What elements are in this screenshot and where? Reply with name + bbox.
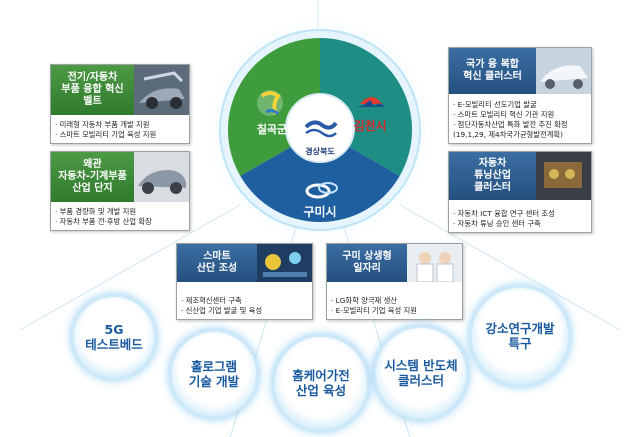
card-title-line: 클러스터 — [474, 182, 511, 193]
bubble-text: 클러스터 — [397, 373, 444, 388]
card-title-line: 벨트 — [83, 96, 102, 107]
semiconductor-bubble: 시스템 반도체 클러스터 — [374, 326, 468, 420]
rd-zone-bubble: 강소연구개발 특구 — [470, 286, 570, 386]
gumi-jobs-card: 구미 상생형 일자리 · LG화학 양극재 생산 · E-모빌리티 기업 육성 … — [326, 243, 463, 320]
homecare-bubble: 홈케어가전 산업 육성 — [273, 335, 369, 431]
card-item: · 제조혁신센터 구축 — [181, 296, 242, 305]
card-item: · LG화학 양극재 생산 — [331, 296, 397, 305]
bubble-text: 강소연구개발 — [485, 321, 555, 336]
lab-workers-photo — [407, 244, 462, 282]
card-item: · 첨단자동차산업 특화 발전 추진 확정 — [453, 120, 568, 129]
gimcheon-label: 김천시 — [353, 119, 387, 133]
innovation-cluster-card: 국가 융 복합 혁신 클러스터 · E-모빌리티 선도기업 발굴 · 스마트 모… — [448, 47, 592, 144]
future-car-photo — [536, 48, 591, 94]
bubble-text: 시스템 반도체 — [384, 358, 458, 373]
engine-tuning-photo — [536, 152, 591, 200]
card-title-line: 산단 조성 — [196, 263, 238, 274]
bubble-text: 기술 개발 — [188, 374, 240, 389]
card-title-line: 튜닝산업 — [474, 170, 511, 181]
card-title-line: 일자리 — [353, 263, 381, 274]
card-title-line: 구미 상생형 — [342, 251, 392, 262]
gumi-sector — [240, 130, 400, 223]
smart-factory-photo — [257, 244, 312, 282]
bubble-text: 테스트베드 — [85, 337, 143, 352]
gumi-label: 구미시 — [303, 205, 337, 219]
card-title-line: 왜관 — [83, 159, 102, 170]
waegwan-complex-card: 왜관 자동차-기계부품 산업 단지 · 부품 경량화 및 개발 지원 · 자동차… — [50, 151, 190, 231]
car-chassis-photo — [134, 152, 189, 202]
card-title-line: 자동차 — [478, 158, 507, 169]
card-title-line: 부품 융합 혁신 — [61, 84, 124, 95]
card-item: · E-모빌리티 기업 육성 지원 — [331, 306, 417, 315]
bubble-text: 홈케어가전 — [292, 368, 350, 383]
card-item: · 스마트 모빌리티 기업 육성 지원 — [55, 130, 157, 139]
card-title-line: 국가 융 복합 — [466, 59, 519, 70]
card-item: · 부품 경량화 및 개발 지원 — [55, 207, 137, 216]
smart-complex-card: 스마트 산단 조성 · 제조혁신센터 구축 · 신산업 기업 발굴 및 육성 — [176, 243, 313, 320]
card-title-line: 스마트 — [203, 251, 231, 262]
ev-parts-belt-card: 전기/자동차 부품 융합 혁신 벨트 · 미래형 자동차 부품 개발 지원 · … — [50, 64, 190, 144]
card-item: · 자동차 튜닝 승인 센터 구축 — [453, 219, 541, 228]
chilgok-label: 칠곡군 — [256, 123, 288, 136]
card-title-line: 혁신 클러스터 — [463, 71, 522, 82]
card-item: · 자동차 ICT 융합 연구 센터 조성 — [453, 209, 555, 218]
card-item: · 스마트 모빌리티 혁신 기관 지원 — [453, 110, 555, 119]
5g-testbed-bubble: 5G 테스트베드 — [72, 295, 156, 379]
hologram-bubble: 홀로그램 기술 개발 — [170, 330, 258, 418]
card-title-line: 전기/자동차 — [67, 72, 118, 83]
card-title-line: 산업 단지 — [72, 183, 113, 194]
card-item: (19,1,29, 제4차국가균형발전계획) — [453, 130, 563, 139]
bubble-text: 특구 — [508, 336, 532, 351]
bubble-text: 홀로그램 — [190, 359, 237, 374]
car-engine-photo — [134, 65, 189, 115]
bubble-text: 5G — [104, 322, 124, 337]
bubble-text: 산업 육성 — [295, 383, 347, 398]
card-title-line: 자동차-기계부품 — [58, 171, 127, 182]
card-item: · E-모빌리티 선도기업 발굴 — [453, 100, 537, 109]
card-item: · 자동차 부품 전·후방 산업 확장 — [55, 217, 152, 226]
card-item: · 신산업 기업 발굴 및 육성 — [181, 306, 263, 315]
tuning-cluster-card: 자동차 튜닝산업 클러스터 · 자동차 ICT 융합 연구 센터 조성 · 자동… — [448, 151, 592, 233]
gyeongbuk-label: 경상북도 — [305, 147, 335, 156]
card-item: · 미래형 자동차 부품 개발 지원 — [55, 120, 150, 129]
